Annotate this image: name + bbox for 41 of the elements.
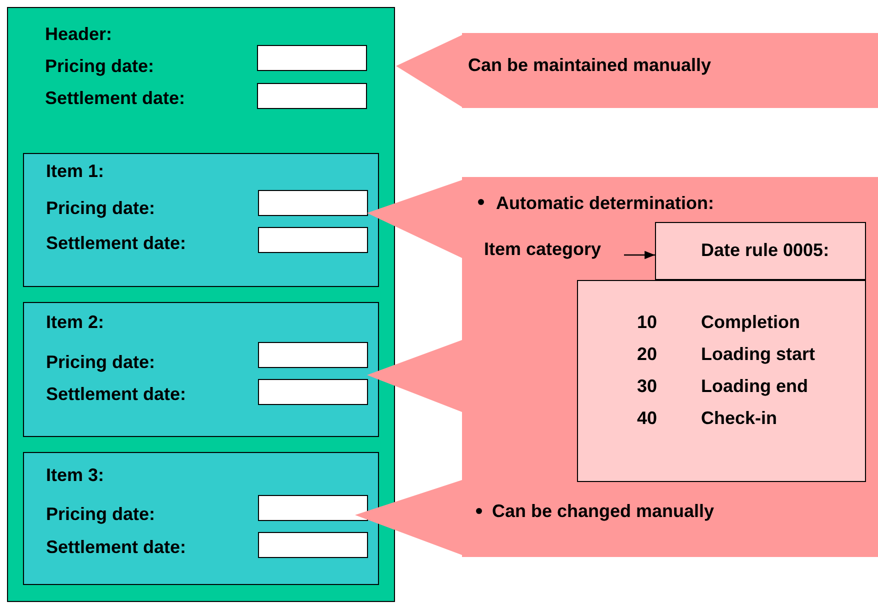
item-panel bbox=[23, 302, 379, 437]
text-label: Pricing date: bbox=[46, 197, 156, 219]
input-field bbox=[258, 532, 368, 558]
rule-number: 20 bbox=[637, 343, 658, 365]
callout-shape bbox=[355, 177, 878, 557]
input-field bbox=[258, 190, 368, 216]
input-field bbox=[258, 227, 368, 253]
text-label: Pricing date: bbox=[46, 351, 156, 373]
rule-text: Completion bbox=[701, 311, 800, 333]
input-field bbox=[257, 83, 367, 109]
rule-table-box bbox=[577, 280, 866, 482]
item-panel bbox=[23, 153, 379, 287]
input-field bbox=[257, 45, 367, 71]
header-panel bbox=[7, 7, 395, 602]
input-field bbox=[258, 495, 368, 521]
rule-text: Loading end bbox=[701, 375, 808, 397]
rule-text: Loading start bbox=[701, 343, 816, 365]
text-label: Settlement date: bbox=[46, 383, 186, 405]
text-label: Pricing date: bbox=[45, 55, 154, 77]
text-label: Pricing date: bbox=[46, 503, 156, 525]
rule-number: 40 bbox=[637, 407, 658, 429]
node-label: Item category bbox=[484, 238, 622, 260]
rule-number: 30 bbox=[637, 375, 658, 397]
item-panel bbox=[23, 452, 379, 585]
text-label: Item 1: bbox=[46, 160, 104, 182]
input-field bbox=[258, 342, 368, 368]
text-label: Settlement date: bbox=[46, 232, 186, 254]
input-field bbox=[258, 379, 368, 405]
arrow bbox=[624, 250, 655, 260]
callout-shape bbox=[396, 33, 878, 108]
text-label: Item 2: bbox=[46, 311, 104, 333]
text-label: Settlement date: bbox=[46, 536, 186, 558]
text-label: Automatic determination: bbox=[496, 192, 714, 214]
text-label: Settlement date: bbox=[45, 87, 186, 109]
text-label: Can be changed manually bbox=[492, 500, 714, 522]
rule-number: 10 bbox=[637, 311, 658, 333]
text-label: Header: bbox=[45, 23, 112, 45]
text-label: Item 3: bbox=[46, 464, 104, 486]
text-label: Date rule 0005: bbox=[701, 239, 830, 261]
text-label: Can be maintained manually bbox=[468, 54, 712, 76]
rule-text: Check-in bbox=[701, 407, 778, 429]
